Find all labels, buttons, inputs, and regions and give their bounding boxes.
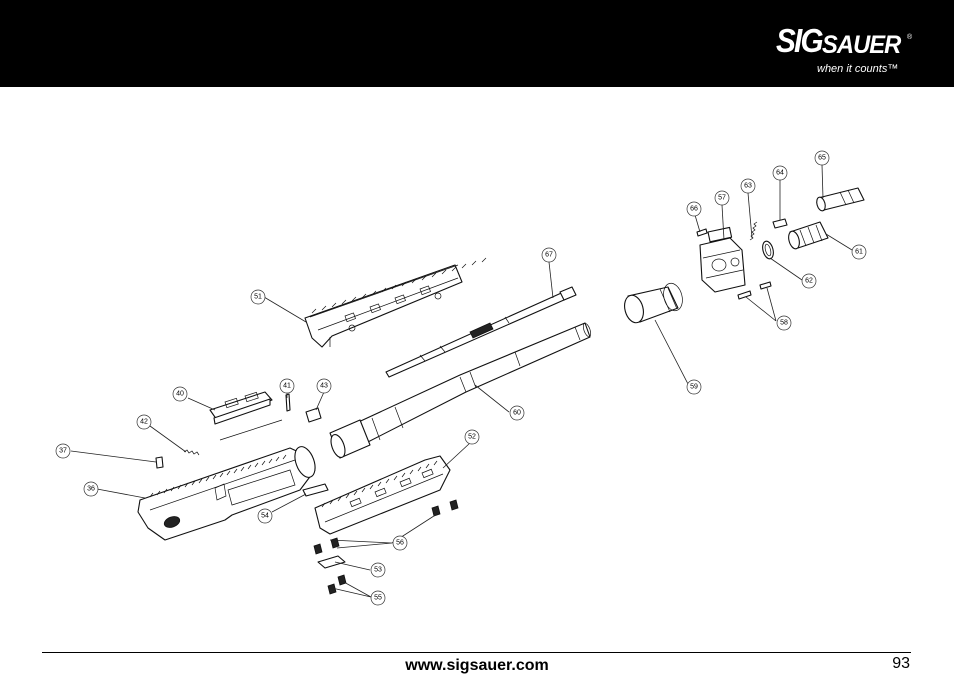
part-37-pin [155,456,164,469]
callout-37: 37 [55,443,71,459]
logo-tagline: when it counts™ [817,63,899,75]
svg-text:66: 66 [690,206,698,213]
svg-text:64: 64 [776,170,784,177]
svg-text:62: 62 [805,278,813,285]
callout-60: 60 [509,405,525,421]
callout-64: 64 [772,165,788,181]
callout-63: 63 [740,178,756,194]
callout-65: 65 [814,150,830,166]
callout-40: 40 [172,386,188,402]
part-54-block [302,483,329,497]
part-58-roll-pins [737,281,772,300]
callout-53: 53 [370,562,386,578]
part-43-cap [305,407,322,423]
svg-text:42: 42 [140,419,148,426]
part-53-clip [317,555,346,569]
callout-42: 42 [136,414,152,430]
svg-text:65: 65 [818,155,826,162]
part-55-screws [327,574,347,595]
callout-41: 41 [279,378,295,394]
callout-36: 36 [83,481,99,497]
svg-text:51: 51 [254,294,262,301]
svg-text:56: 56 [396,540,404,547]
footer-divider [42,652,911,653]
svg-text:52: 52 [468,434,476,441]
callout-62: 62 [801,273,817,289]
part-67-piston-rod [385,286,577,378]
svg-text:61: 61 [855,249,863,256]
part-42-spring-pin [183,449,200,456]
part-60-barrel [329,322,592,459]
svg-text:58: 58 [780,320,788,327]
callout-58: 58 [776,315,792,331]
logo-sig-text: SIG [776,22,824,59]
callout-55: 55 [370,590,386,606]
exploded-parts-diagram: 36 37 40 41 42 43 51 52 53 54 55 56 57 5… [55,150,867,606]
svg-text:43: 43 [320,383,328,390]
part-52-handguard-lower [314,455,451,535]
part-36-upper-receiver [137,446,316,541]
part-65-muzzle-device [816,187,865,212]
callout-54: 54 [257,508,273,524]
callout-43: 43 [316,378,332,394]
part-66-pin [696,228,708,237]
svg-text:54: 54 [261,513,269,520]
part-64-detent [772,218,788,229]
part-41-rod [285,393,291,412]
svg-text:63: 63 [744,183,752,190]
logo-registered-mark: ® [907,34,913,41]
callout-51: 51 [250,289,266,305]
svg-text:40: 40 [176,391,184,398]
svg-text:53: 53 [374,567,382,574]
callout-61: 61 [851,244,867,260]
callout-59: 59 [686,379,702,395]
part-59-barrel-nut [624,282,683,324]
callout-66: 66 [686,201,702,217]
website-link[interactable]: www.sigsauer.com [405,657,549,674]
sig-sauer-logo: SIG SAUER ® when it counts™ [776,22,916,82]
callout-56: 56 [392,535,408,551]
callout-52: 52 [464,429,480,445]
logo-sauer-text: SAUER [822,31,901,59]
svg-text:60: 60 [513,410,521,417]
svg-text:57: 57 [718,195,726,202]
svg-text:55: 55 [374,595,382,602]
svg-text:36: 36 [87,486,95,493]
part-51-handguard-upper [304,257,487,348]
part-40-dust-cover [209,391,283,441]
part-62-ring [762,240,774,260]
page-number: 93 [892,655,910,672]
callout-67: 67 [541,247,557,263]
part-57-gas-block [699,226,746,293]
part-61-flash-hider [788,221,829,250]
svg-text:37: 37 [59,448,67,455]
svg-text:59: 59 [690,384,698,391]
header-bar: SIG SAUER ® when it counts™ [0,0,954,87]
callout-57: 57 [714,190,730,206]
svg-text:67: 67 [545,252,553,259]
svg-text:41: 41 [283,383,291,390]
